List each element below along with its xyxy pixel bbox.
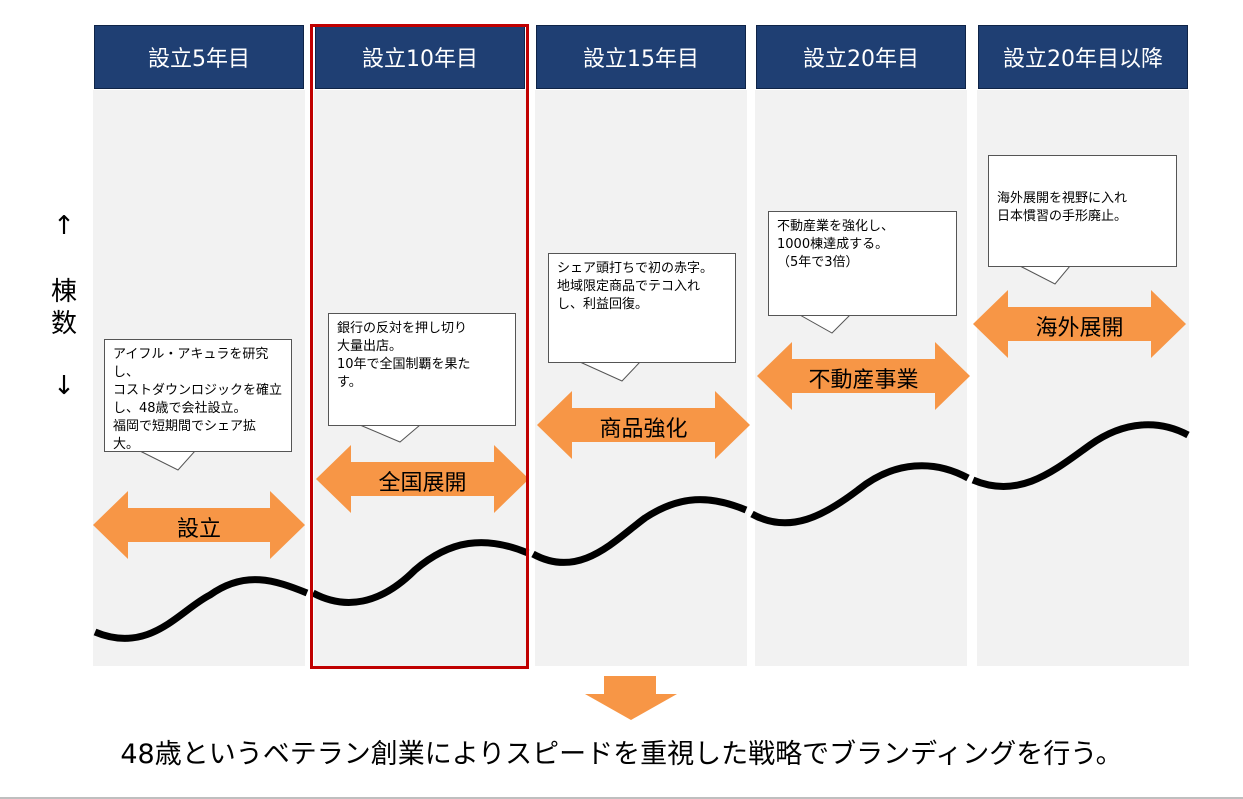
axis-down-arrow: ↓ xyxy=(53,371,75,401)
arrow-real-estate xyxy=(757,342,970,410)
callout-tail-4 xyxy=(798,314,852,334)
arrow-product-strength xyxy=(537,391,750,459)
arrow-overseas xyxy=(973,290,1186,358)
highlight-frame-year-10 xyxy=(310,24,529,669)
column-header-after-year-20: 設立20年目以降 xyxy=(978,25,1188,89)
growth-wave-segment-5 xyxy=(971,421,1190,490)
callout-year-15: シェア頭打ちで初の赤字。 地域限定商品でテコ入れ し、利益回復。 xyxy=(548,253,736,363)
callout-tail-3 xyxy=(579,361,642,382)
arrow-nationwide xyxy=(316,445,529,513)
arrow-establish xyxy=(93,491,305,559)
column-header-year-5: 設立5年目 xyxy=(94,25,304,89)
growth-wave-segment-3 xyxy=(531,496,748,566)
callout-year-20: 不動産業を強化し、 1000棟達成する。 （5年で3倍） xyxy=(768,211,957,316)
axis-label-char-2: 数 xyxy=(50,309,77,339)
column-background-3 xyxy=(535,90,747,666)
axis-up-arrow: ↑ xyxy=(53,211,75,241)
conclusion-text: 48歳というベテラン創業によりスピードを重視した戦略でブランディングを行う。 xyxy=(120,739,1123,770)
growth-wave-segment-2 xyxy=(311,539,530,606)
callout-year-10: 銀行の反対を押し切り 大量出店。 10年で全国制覇を果た す。 xyxy=(328,313,516,426)
axis-label-char-1: 棟 xyxy=(50,277,77,307)
down-arrow-icon xyxy=(585,676,677,720)
growth-wave-segment-4 xyxy=(750,462,970,527)
callout-year-5: アイフル・アキュラを研究し、 コストダウンロジックを確立 し、48歳で会社設立。… xyxy=(104,339,292,452)
growth-wave-segment-1 xyxy=(93,576,309,642)
callout-after-year-20: 海外展開を視野に入れ 日本慣習の手形廃止。 xyxy=(988,155,1177,267)
callout-tail-1 xyxy=(139,450,197,471)
column-header-year-10: 設立10年目 xyxy=(315,25,525,89)
bottom-divider xyxy=(0,797,1243,799)
column-header-year-20: 設立20年目 xyxy=(756,25,966,89)
column-header-year-15: 設立15年目 xyxy=(536,25,746,89)
callout-tail-5 xyxy=(1019,265,1072,285)
